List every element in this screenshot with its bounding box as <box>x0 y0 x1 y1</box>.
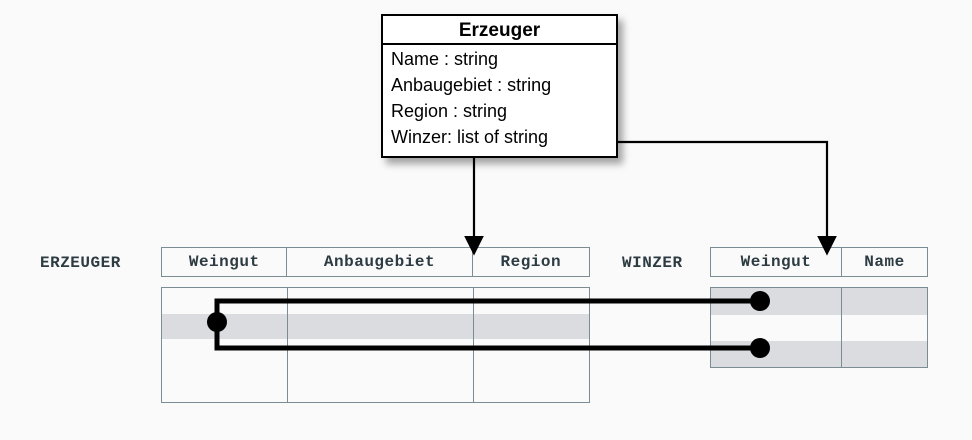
table-body-winzer <box>710 287 928 368</box>
table-row[interactable] <box>162 371 589 402</box>
column-header-name: Name <box>864 253 905 271</box>
table-cell[interactable] <box>162 288 288 314</box>
table-cell[interactable] <box>711 341 842 367</box>
table-cell[interactable] <box>288 314 474 339</box>
table-body-erzeuger <box>161 287 590 403</box>
uml-attribute-region: Region : string <box>391 101 508 121</box>
table-row[interactable] <box>711 288 927 315</box>
uml-class-name: Erzeuger <box>383 16 616 45</box>
table-cell[interactable] <box>842 288 927 315</box>
table-cell[interactable] <box>474 371 589 402</box>
uml-attribute-anbaugebiet: Anbaugebiet : string <box>391 75 552 95</box>
table-cell[interactable] <box>474 314 589 339</box>
table-header-erzeuger: Weingut Anbaugebiet Region <box>161 247 590 277</box>
table-label-winzer: WINZER <box>622 254 683 272</box>
table-cell[interactable] <box>474 288 589 314</box>
table-row[interactable] <box>162 314 589 339</box>
uml-attribute-winzer: Winzer: list of string <box>391 127 549 147</box>
table-cell[interactable] <box>288 371 474 402</box>
column-header-weingut: Weingut <box>711 248 842 276</box>
table-cell[interactable] <box>842 341 927 367</box>
uml-attribute-list: Name : string Anbaugebiet : string Regio… <box>383 45 616 150</box>
arrow-to-winzer <box>607 140 837 256</box>
table-cell[interactable] <box>162 314 288 339</box>
table-header-winzer: Weingut Name <box>710 247 928 277</box>
table-cell[interactable] <box>711 288 842 315</box>
table-row[interactable] <box>711 341 927 367</box>
table-cell[interactable] <box>842 315 927 341</box>
column-header-anbaugebiet: Anbaugebiet <box>287 248 473 276</box>
uml-attribute-name: Name : string <box>391 49 499 69</box>
table-cell[interactable] <box>288 288 474 314</box>
column-header-weingut: Weingut <box>162 248 288 276</box>
table-label-erzeuger: ERZEUGER <box>40 254 121 272</box>
table-cell[interactable] <box>711 315 842 341</box>
column-header-region: Region <box>500 253 562 271</box>
table-row[interactable] <box>162 339 589 371</box>
table-row[interactable] <box>162 288 589 314</box>
uml-class-box: Erzeuger Name : string Anbaugebiet : str… <box>381 14 618 158</box>
table-cell[interactable] <box>162 371 288 402</box>
table-row[interactable] <box>711 315 927 341</box>
table-cell[interactable] <box>474 339 589 371</box>
table-cell[interactable] <box>162 339 288 371</box>
table-cell[interactable] <box>288 339 474 371</box>
